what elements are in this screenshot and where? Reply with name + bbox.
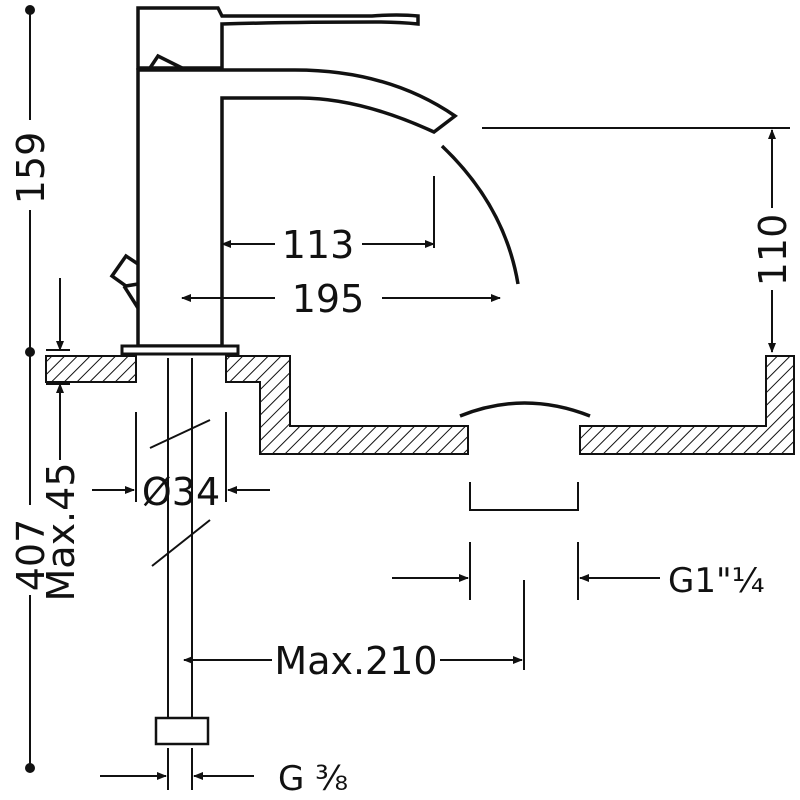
supply-hose <box>149 358 211 746</box>
faucet-body <box>109 6 458 356</box>
inlet-thread-label: G ⅜ <box>278 759 348 799</box>
spout-reach-label: 113 <box>282 223 355 267</box>
drain <box>459 401 591 511</box>
drain-thread-label: G1"¼ <box>668 561 765 601</box>
faucet-height-label: 159 <box>9 132 53 205</box>
water-stream <box>440 144 520 285</box>
total-height-label: 407 <box>9 519 53 592</box>
stream-height-dimension <box>482 127 790 353</box>
left-dimension-axis <box>12 5 48 773</box>
max-thickness-label: Max.45 <box>39 463 83 602</box>
hose-length-dimension <box>183 580 525 670</box>
drain-thread-dimension <box>392 542 660 600</box>
inlet-thread-dimension <box>100 748 254 790</box>
max-thickness-dimension <box>46 278 70 460</box>
hose-length-label: Max.210 <box>274 639 437 683</box>
stream-height-label: 110 <box>751 214 795 287</box>
spout-reach-dimension <box>221 176 435 248</box>
base-diameter-dimension <box>92 412 270 502</box>
stream-reach-label: 195 <box>292 277 365 321</box>
base-diameter-label: Ø34 <box>142 470 220 514</box>
counter-cross-section <box>45 355 795 455</box>
